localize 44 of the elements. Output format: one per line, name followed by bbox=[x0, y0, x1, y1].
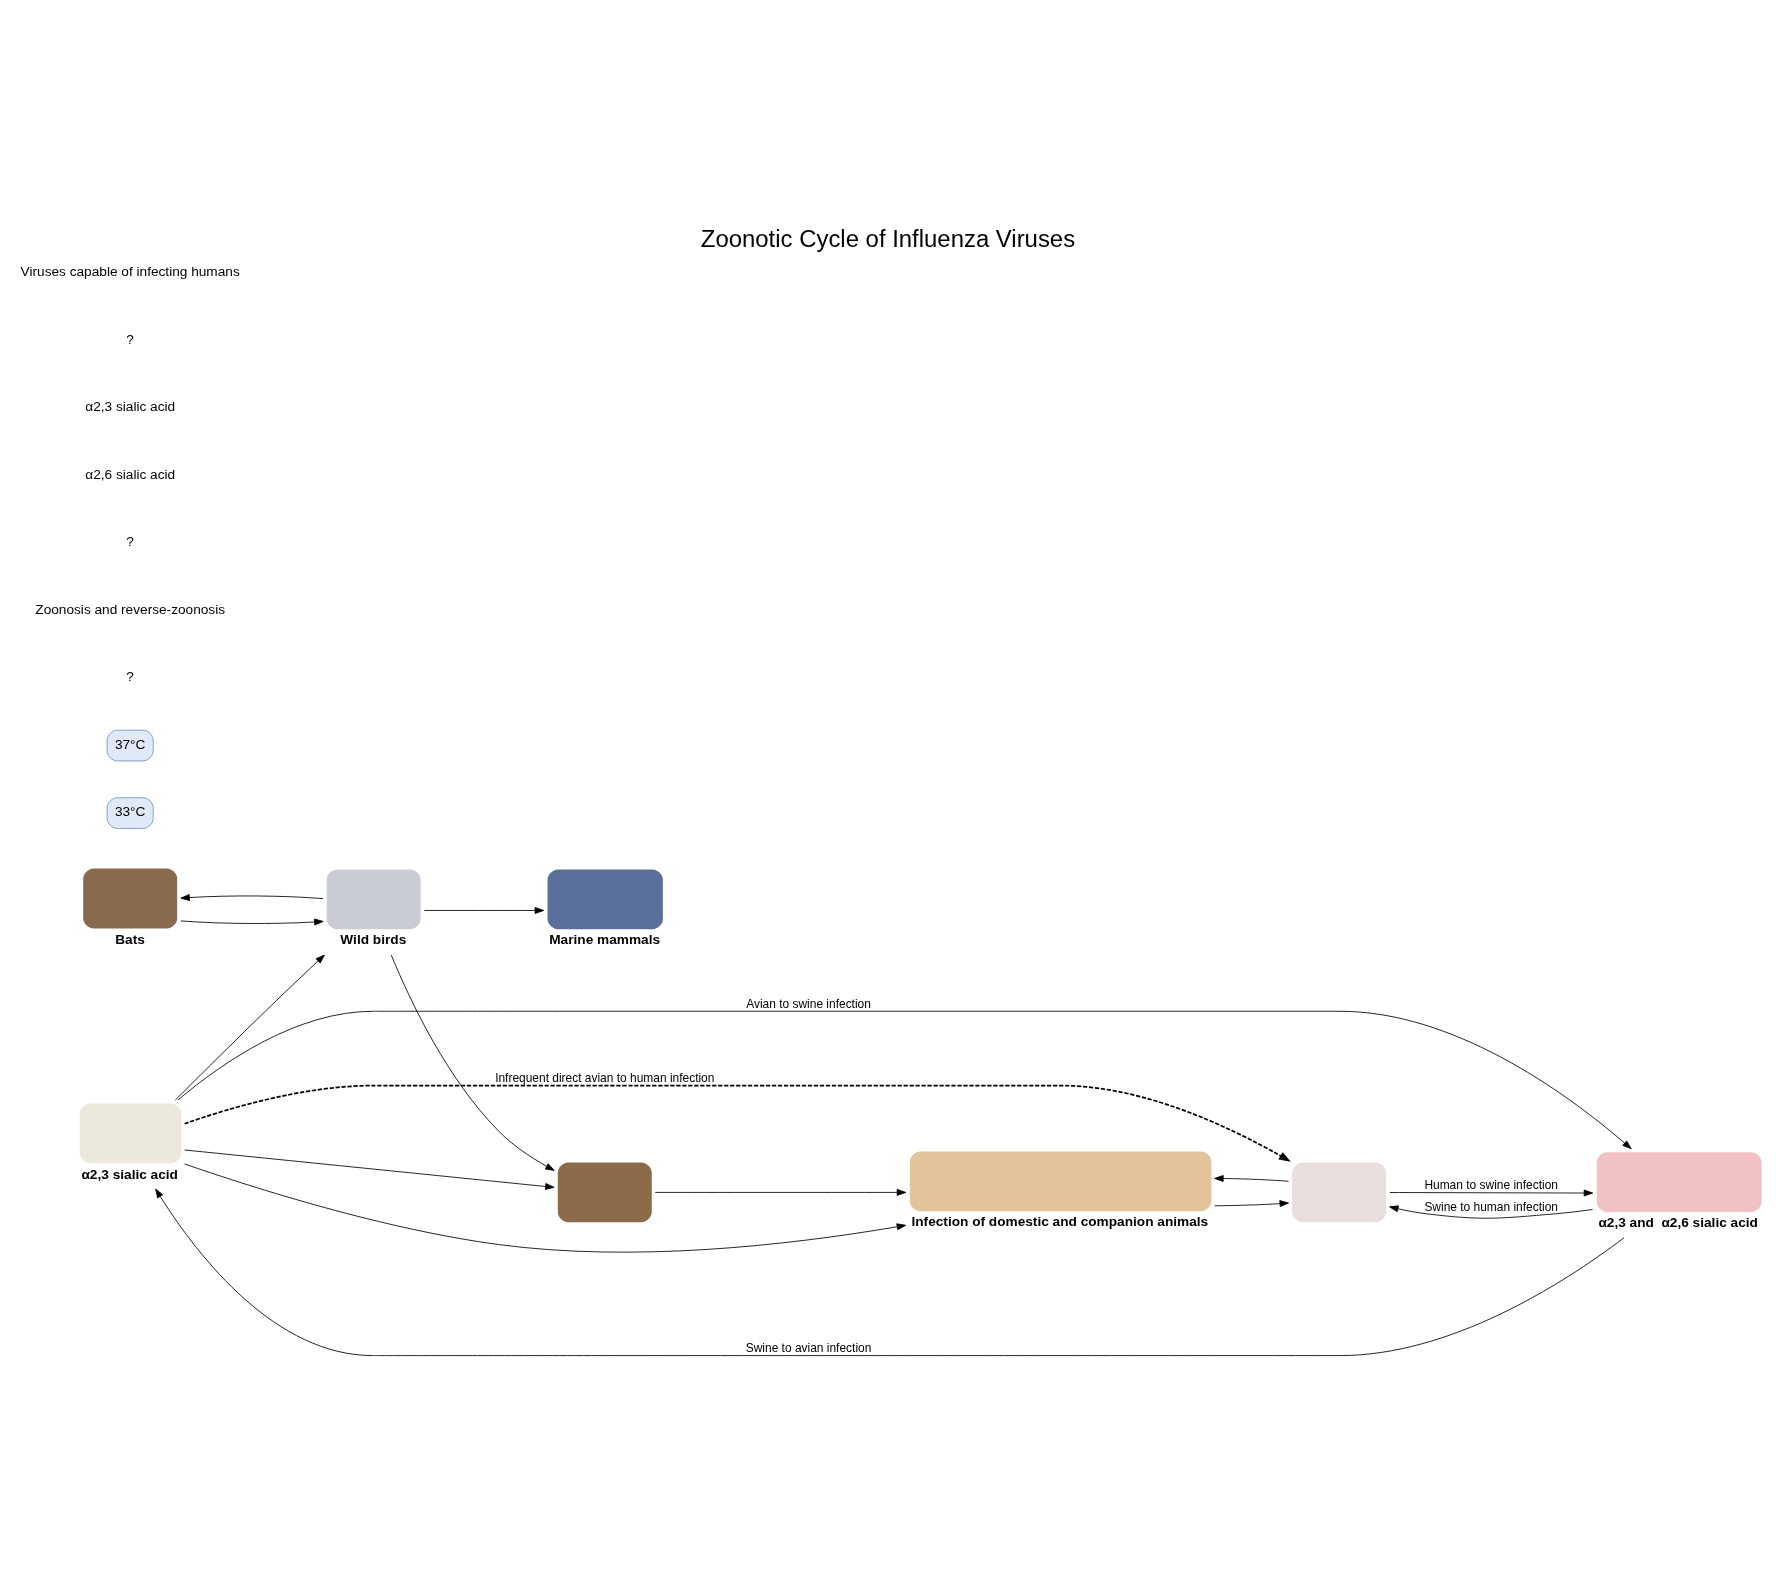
node-box bbox=[547, 868, 663, 929]
node-box bbox=[1292, 1162, 1387, 1222]
node-label: α2,3 sialic acid bbox=[81, 1166, 178, 1182]
node-box bbox=[909, 1150, 1212, 1211]
node-box bbox=[1596, 1151, 1762, 1212]
label: ? bbox=[126, 668, 134, 684]
edge-label: Infrequent direct avian to human infection bbox=[495, 1070, 715, 1085]
edge-label: Swine to avian infection bbox=[745, 1340, 872, 1355]
arrow bbox=[174, 954, 325, 1100]
arrow bbox=[390, 954, 555, 1171]
arrow bbox=[654, 1188, 907, 1196]
edge-label: Swine to human infection bbox=[1424, 1199, 1558, 1214]
node-label: Marine mammals bbox=[549, 931, 661, 947]
node-box bbox=[83, 868, 178, 928]
label: Zoonosis and reverse-zoonosis bbox=[35, 601, 226, 617]
edge-label: Avian to swine infection bbox=[746, 996, 871, 1011]
arrow bbox=[180, 918, 324, 925]
node-label: Wild birds bbox=[340, 931, 407, 947]
node-box bbox=[79, 1103, 182, 1163]
label: ? bbox=[126, 331, 134, 347]
diagram-title: Zoonotic Cycle of Influenza Viruses bbox=[700, 224, 1076, 252]
arrow bbox=[1389, 1189, 1594, 1196]
arrow bbox=[184, 1163, 907, 1253]
label: Viruses capable of infecting humans bbox=[20, 263, 240, 279]
node-box bbox=[557, 1162, 652, 1222]
node-box: 37°C bbox=[106, 729, 154, 761]
node-box: 33°C bbox=[106, 796, 154, 829]
arrow bbox=[423, 906, 545, 914]
arrow bbox=[155, 1188, 1625, 1356]
node-label: Bats bbox=[115, 931, 145, 947]
arrow bbox=[177, 1010, 1632, 1149]
node-label: Infection of domestic and companion animals bbox=[911, 1213, 1209, 1229]
arrow bbox=[1214, 1199, 1289, 1207]
label: ? bbox=[126, 533, 134, 549]
arrow bbox=[1214, 1174, 1289, 1182]
arrow bbox=[183, 1084, 1291, 1162]
edge-label: Human to swine infection bbox=[1424, 1177, 1558, 1192]
arrow bbox=[180, 893, 324, 901]
label: α2,3 sialic acid bbox=[85, 398, 176, 414]
label: α2,6 sialic acid bbox=[85, 466, 176, 482]
node-label: α2,3 and α2,6 sialic acid bbox=[1598, 1214, 1758, 1230]
arrow bbox=[184, 1149, 555, 1190]
node-box bbox=[326, 868, 421, 929]
arrow bbox=[1389, 1204, 1594, 1219]
